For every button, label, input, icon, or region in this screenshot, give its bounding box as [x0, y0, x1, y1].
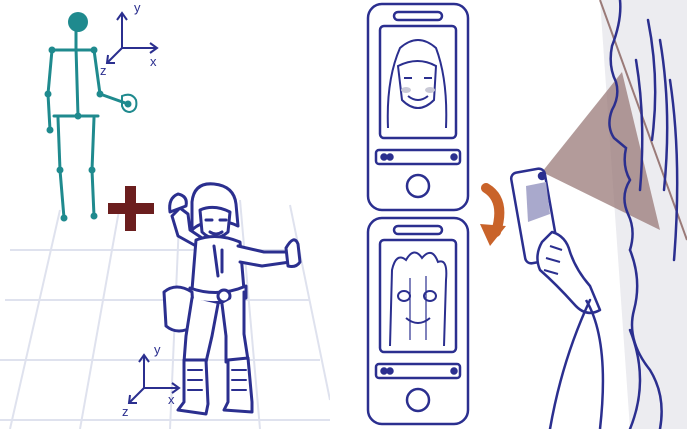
axis-top-z-label: z [100, 63, 107, 78]
hand-with-phone [510, 168, 603, 429]
axis-bottom-z-label: z [122, 404, 129, 419]
curved-arrow-icon [480, 188, 506, 246]
axis-bottom-x-label: x [168, 392, 175, 407]
axis-top-y-label: y [134, 0, 141, 15]
right-panel [330, 0, 687, 429]
cartoon-character [164, 184, 300, 414]
left-panel: y x z [0, 0, 330, 429]
left-illustration: y x z [0, 0, 330, 429]
plus-sign [108, 186, 154, 231]
phone-bottom [368, 218, 468, 424]
axis-top-x-label: x [150, 54, 157, 69]
axis-bottom-y-label: y [154, 342, 161, 357]
right-illustration [330, 0, 687, 429]
phone-top [368, 4, 468, 210]
